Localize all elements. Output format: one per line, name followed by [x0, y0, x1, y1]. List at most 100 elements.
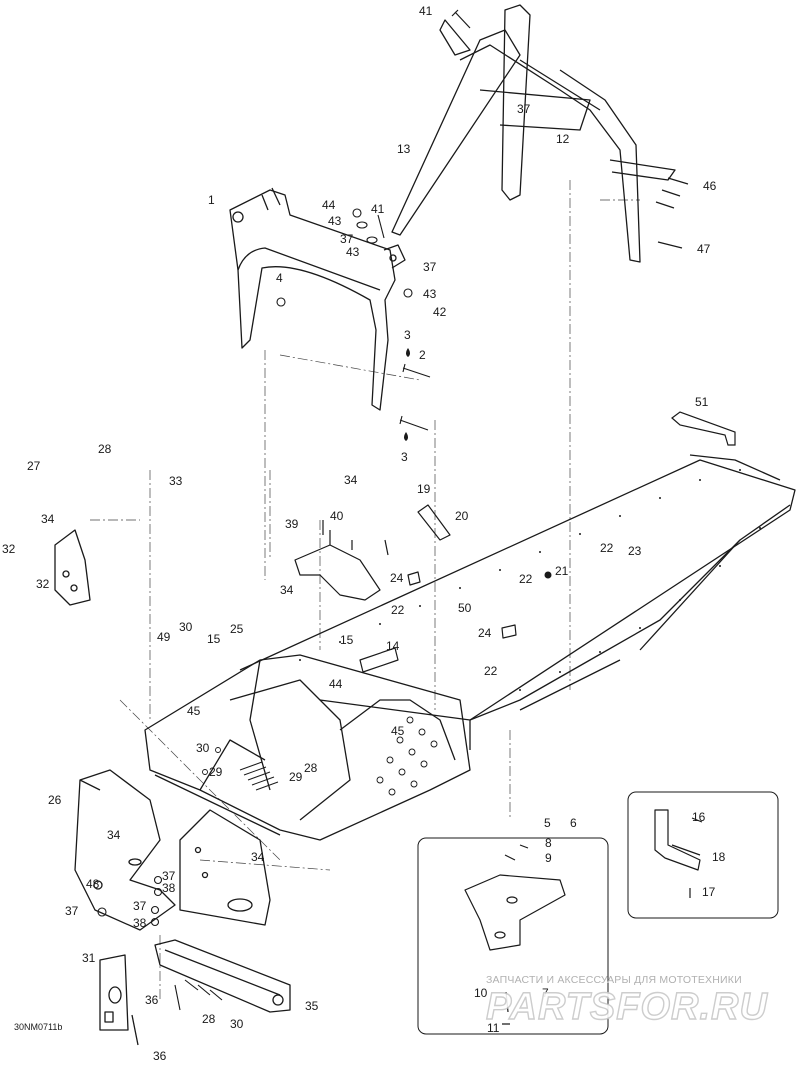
- watermark-tagline: ЗАПЧАСТИ И АКСЕССУАРЫ ДЛЯ МОТОТЕХНИКИ: [486, 974, 742, 986]
- callout-37-mid: 37: [340, 232, 354, 246]
- callout-15-a: 15: [207, 632, 221, 646]
- callout-37-right: 37: [423, 260, 437, 274]
- callout-22-c: 22: [391, 603, 405, 617]
- callout-29-a: 29: [209, 765, 223, 779]
- callout-11: 11: [487, 1021, 500, 1035]
- callout-28-mid: 28: [304, 761, 318, 775]
- callout-30-top: 30: [179, 620, 193, 634]
- callout-16: 16: [692, 810, 706, 824]
- callout-34-top: 34: [344, 473, 358, 487]
- steering-support-12: [391, 4, 676, 263]
- callout-37-lower-b: 37: [133, 899, 147, 913]
- bracket-51: [671, 411, 736, 446]
- callout-44-lower: 44: [329, 677, 343, 691]
- callout-45-b: 45: [391, 724, 405, 738]
- callout-7: 7: [542, 986, 549, 1000]
- lower-panel: [179, 809, 271, 926]
- callout-42: 42: [433, 305, 447, 319]
- callout-18: 18: [712, 850, 726, 864]
- callout-22-d: 22: [484, 664, 498, 678]
- callout-46: 46: [703, 179, 717, 193]
- callout-28-lower: 28: [202, 1012, 216, 1026]
- frame-holes: [202, 716, 438, 796]
- callout-32-b: 32: [36, 577, 50, 591]
- callout-50: 50: [458, 601, 472, 615]
- detail-box-5: [417, 837, 609, 1035]
- gusset-32: [54, 529, 91, 606]
- hatched-band: [239, 761, 279, 791]
- callout-41-top: 41: [419, 4, 433, 18]
- callout-37-lower-a: 37: [162, 869, 176, 883]
- callout-2: 2: [419, 348, 426, 362]
- bracket-31: [99, 954, 139, 1046]
- callout-23: 23: [628, 544, 642, 558]
- tunnel-rivets: [299, 469, 761, 691]
- callout-22-b: 22: [519, 572, 533, 586]
- callout-4: 4: [276, 271, 283, 285]
- panel-hardware: [97, 875, 163, 927]
- callout-41-mid: 41: [371, 202, 385, 216]
- callout-37-top: 37: [517, 102, 531, 116]
- callout-43-c: 43: [423, 287, 437, 301]
- callout-28-top: 28: [98, 442, 112, 456]
- callout-40: 40: [330, 509, 344, 523]
- callout-39: 39: [285, 517, 299, 531]
- callout-10: 10: [474, 986, 488, 1000]
- front-frame: [144, 654, 471, 841]
- callout-26: 26: [48, 793, 62, 807]
- callout-1: 1: [208, 193, 215, 207]
- callout-24-b: 24: [478, 626, 492, 640]
- tunnel-23: [239, 454, 796, 750]
- upper-bolts: [451, 9, 689, 249]
- callout-38-b: 38: [133, 916, 147, 930]
- callout-12: 12: [556, 132, 570, 146]
- callout-35: 35: [305, 999, 319, 1013]
- callout-9: 9: [545, 851, 552, 865]
- callout-20: 20: [455, 509, 469, 523]
- callout-15-b: 15: [340, 633, 354, 647]
- callout-30-mid: 30: [196, 741, 210, 755]
- callout-34-mid: 34: [280, 583, 294, 597]
- callout-14: 14: [386, 639, 400, 653]
- callout-44-upper: 44: [322, 198, 336, 212]
- callout-34-left: 34: [41, 512, 55, 526]
- callout-34-lower-b: 34: [251, 850, 265, 864]
- callout-24-a: 24: [390, 571, 404, 585]
- callout-38-a: 38: [162, 881, 176, 895]
- callout-48: 48: [86, 877, 100, 891]
- detail-18-part: [654, 809, 703, 898]
- callout-49: 49: [157, 630, 171, 644]
- callout-45-a: 45: [187, 704, 201, 718]
- callout-3-a: 3: [404, 328, 411, 342]
- brackets-mid: [294, 504, 517, 673]
- callout-51: 51: [695, 395, 709, 409]
- callout-43-b: 43: [346, 245, 360, 259]
- callout-25: 25: [230, 622, 244, 636]
- callout-21: 21: [555, 564, 569, 578]
- callout-47: 47: [697, 242, 711, 256]
- callout-6: 6: [570, 816, 577, 830]
- callout-37-lower-c: 37: [65, 904, 79, 918]
- callout-29-b: 29: [289, 770, 303, 784]
- callout-36-b: 36: [153, 1049, 167, 1063]
- callout-27: 27: [27, 459, 41, 473]
- callout-31: 31: [82, 951, 96, 965]
- front-bridge-1: [229, 187, 406, 411]
- diagram-code: 30NM0711b: [14, 1022, 63, 1032]
- callout-5: 5: [544, 816, 551, 830]
- callout-17: 17: [702, 885, 716, 899]
- rail-35: [154, 939, 291, 1013]
- callout-19: 19: [417, 482, 431, 496]
- callout-34-lower-a: 34: [107, 828, 121, 842]
- callout-13: 13: [397, 142, 411, 156]
- callout-33: 33: [169, 474, 183, 488]
- guide-lines: [90, 180, 640, 1000]
- callout-30-lower: 30: [230, 1017, 244, 1031]
- callout-22-a: 22: [600, 541, 614, 555]
- callout-8: 8: [545, 836, 552, 850]
- rail-bolts: [174, 979, 223, 1011]
- detail-5-part: [464, 844, 566, 1025]
- grease-drops: [404, 348, 552, 579]
